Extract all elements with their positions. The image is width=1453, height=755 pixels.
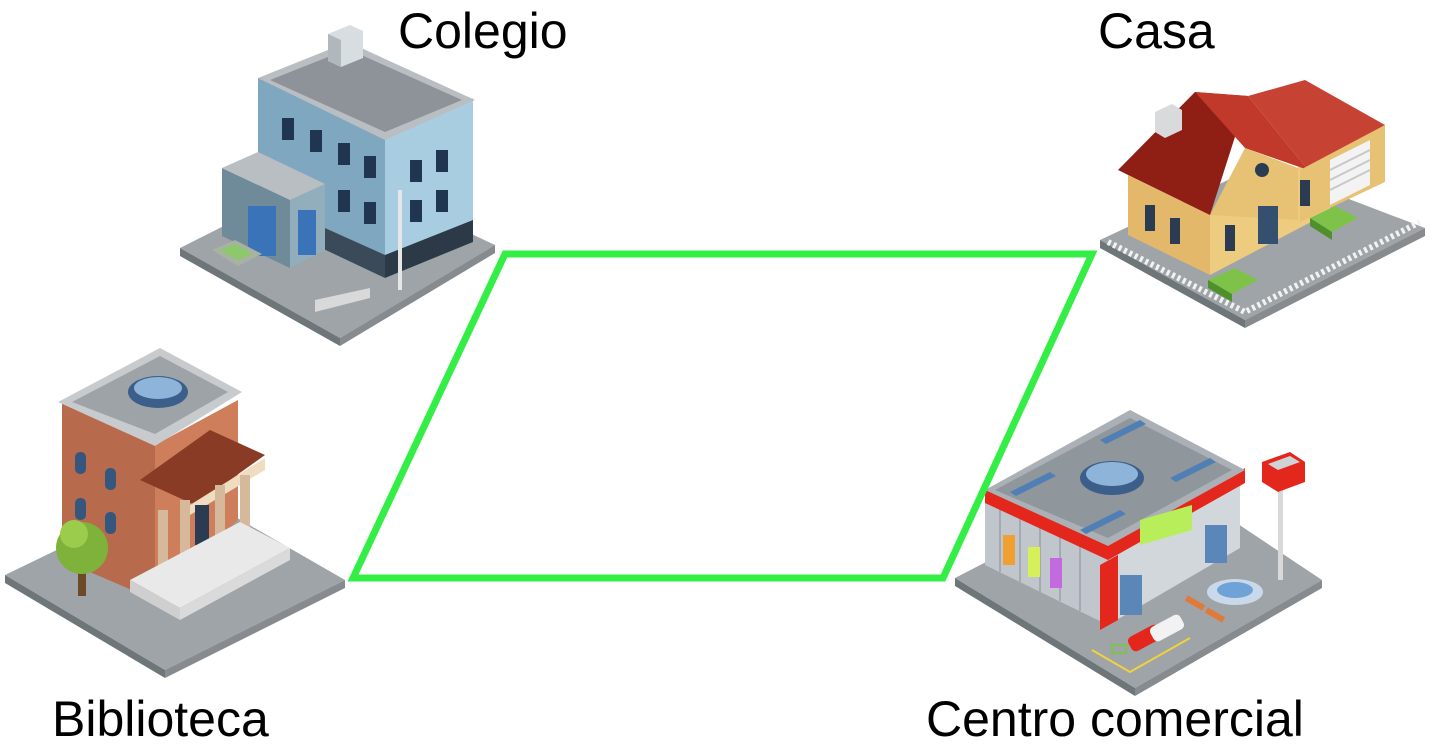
- label-casa: Casa: [1098, 3, 1215, 59]
- label-centro-comercial: Centro comercial: [926, 691, 1304, 747]
- route-parallelogram: [347, 250, 1098, 582]
- library-icon: [5, 348, 345, 678]
- house-icon: [1100, 80, 1425, 328]
- label-colegio: Colegio: [398, 3, 568, 59]
- label-biblioteca: Biblioteca: [52, 691, 269, 747]
- school-building-icon: [180, 25, 495, 346]
- shopping-mall-icon: [955, 410, 1322, 696]
